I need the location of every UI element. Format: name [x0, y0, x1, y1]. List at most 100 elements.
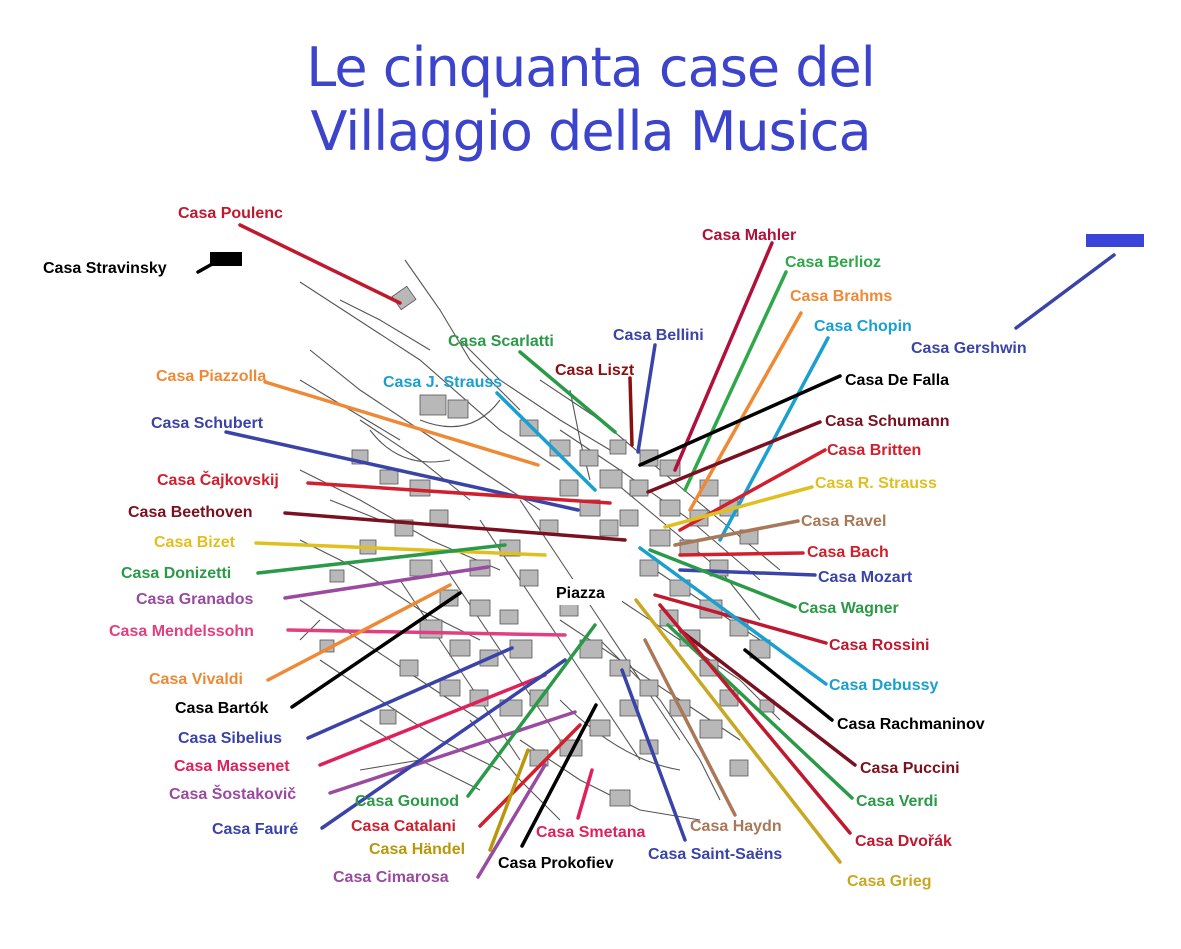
- house-label-casa-gershwin: Casa Gershwin: [911, 340, 1027, 357]
- building: [399, 659, 419, 677]
- leader-line-casa-berlioz: [683, 270, 788, 492]
- building: [419, 619, 443, 639]
- house-label-casa-mendelssohn: Casa Mendelssohn: [109, 623, 254, 640]
- house-label-casa-stravinsky: Casa Stravinsky: [43, 260, 167, 277]
- title-line-1: Le cinquanta case del: [306, 36, 876, 99]
- building: [579, 449, 599, 467]
- building: [639, 679, 659, 697]
- leader-line-casa-scarlatti: [518, 350, 617, 434]
- street: [479, 519, 641, 761]
- house-label-casa-h-ndel: Casa Händel: [369, 841, 465, 858]
- leader-line-casa-catalani: [478, 723, 582, 828]
- street: [299, 379, 401, 441]
- leader-line-casa-schumann: [646, 420, 822, 494]
- building: [659, 499, 681, 517]
- street: [419, 399, 501, 428]
- street: [439, 559, 561, 741]
- leader-line-casa-mahler: [673, 241, 774, 472]
- street: [569, 389, 591, 481]
- leader-line-casa-beethoven: [283, 511, 627, 542]
- leader-line-casa-bart-k: [290, 591, 462, 709]
- leader-lines: [196, 223, 1116, 879]
- legend-markers: [210, 234, 1144, 266]
- house-label-casa-verdi: Casa Verdi: [856, 793, 938, 810]
- leader-line-casa-piazzolla: [263, 380, 540, 467]
- gershwin-marker: [1086, 234, 1144, 247]
- building: [499, 699, 523, 717]
- piazza-box: Piazza: [550, 579, 622, 605]
- building: [379, 709, 397, 725]
- building: [649, 529, 671, 547]
- house-label-casa-brahms: Casa Brahms: [790, 288, 892, 305]
- piazza-label: Piazza: [556, 585, 605, 602]
- building: [449, 639, 471, 657]
- house-label-casa-cimarosa: Casa Cimarosa: [333, 869, 449, 886]
- house-label-casa-scarlatti: Casa Scarlatti: [448, 333, 554, 350]
- building: [669, 579, 691, 597]
- house-label-casa-gounod: Casa Gounod: [355, 793, 459, 810]
- leader-line-casa-de-falla: [638, 374, 842, 467]
- leader-line-casa-grieg: [634, 598, 842, 864]
- leader-line-casa-ajkovskij: [306, 481, 612, 505]
- building: [379, 469, 399, 485]
- house-label-casa-beethoven: Casa Beethoven: [128, 504, 253, 521]
- house-label-casa-piazzolla: Casa Piazzolla: [156, 368, 266, 385]
- leader-line-casa-stravinsky: [196, 261, 216, 274]
- leader-line-casa-bizet: [254, 541, 547, 557]
- building: [639, 559, 659, 577]
- house-label-casa-rossini: Casa Rossini: [829, 637, 929, 654]
- stravinsky-marker: [210, 252, 242, 266]
- house-label-casa-sibelius: Casa Sibelius: [178, 730, 282, 747]
- street: [519, 499, 681, 741]
- house-label-casa-haydn: Casa Haydn: [690, 818, 782, 835]
- building: [599, 519, 619, 537]
- leader-line-casa-mendelssohn: [286, 628, 567, 637]
- house-label-casa-catalani: Casa Catalani: [351, 818, 456, 835]
- house-label-casa-ravel: Casa Ravel: [801, 513, 886, 530]
- house-label-casa-berlioz: Casa Berlioz: [785, 254, 881, 271]
- house-label-casa-wagner: Casa Wagner: [798, 600, 899, 617]
- leader-line-casa-dvo-k: [658, 603, 852, 835]
- leader-line-casa-ravel: [673, 519, 800, 547]
- street: [329, 499, 381, 521]
- house-label-casa-ajkovskij: Casa Čajkovskij: [157, 470, 279, 489]
- building: [419, 394, 447, 416]
- leader-line-casa-faur-: [320, 658, 567, 830]
- building: [559, 479, 579, 497]
- house-label-casa-liszt: Casa Liszt: [555, 362, 635, 379]
- house-label-casa-poulenc: Casa Poulenc: [178, 205, 283, 222]
- street: [339, 299, 431, 351]
- street: [404, 259, 521, 411]
- street: [369, 429, 451, 463]
- building: [599, 469, 623, 489]
- house-label-casa-dvo-k: Casa Dvořák: [855, 833, 952, 850]
- building: [699, 659, 719, 677]
- leader-line-casa-brahms: [688, 311, 803, 512]
- building: [519, 569, 539, 587]
- building: [391, 285, 417, 311]
- house-label-casa-vivaldi: Casa Vivaldi: [149, 671, 243, 688]
- leader-line-casa-liszt: [628, 376, 634, 447]
- leader-line-casa-wagner: [648, 548, 797, 609]
- building-footprints: [319, 285, 775, 807]
- house-label-casa-donizetti: Casa Donizetti: [121, 565, 231, 582]
- house-label-casa-britten: Casa Britten: [827, 442, 921, 459]
- house-label-casa-prokofiev: Casa Prokofiev: [498, 855, 614, 872]
- leader-line-casa-cimarosa: [476, 763, 547, 879]
- house-label-casa-ostakovi-: Casa Šostakovič: [169, 784, 296, 803]
- house-label-casa-j-strauss: Casa J. Strauss: [383, 374, 502, 391]
- leader-line-casa-haydn: [643, 638, 737, 817]
- building: [609, 439, 627, 455]
- leader-line-casa-gounod: [466, 623, 597, 798]
- leader-line-casa-sibelius: [306, 646, 514, 740]
- building: [439, 679, 461, 697]
- building: [759, 699, 775, 713]
- building: [469, 599, 491, 617]
- house-label-casa-saint-sa-ns: Casa Saint-Saëns: [648, 846, 782, 863]
- house-label-casa-grieg: Casa Grieg: [847, 873, 931, 890]
- building: [447, 399, 469, 419]
- leader-line-casa-r-strauss: [663, 485, 814, 529]
